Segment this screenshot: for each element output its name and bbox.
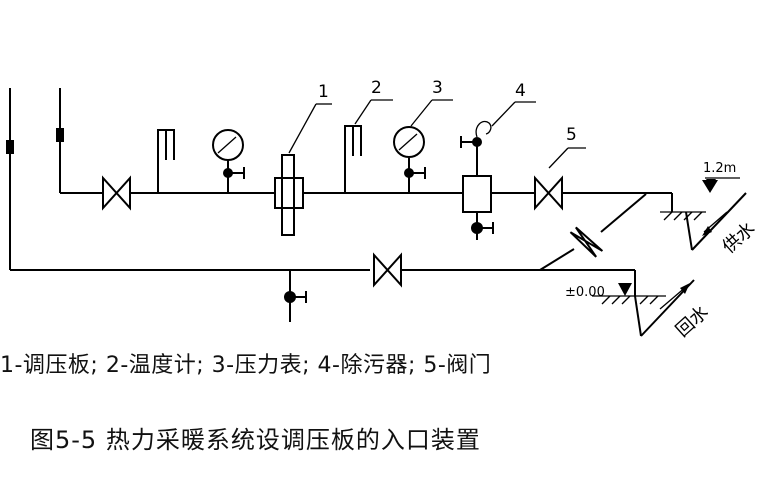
label-1-text: 1: [318, 82, 329, 102]
figure-caption: 图5-5 热力采暖系统设调压板的入口装置: [30, 426, 481, 454]
supply-grade-mark: 1.2m 供水: [660, 161, 759, 258]
label-4: 4: [491, 81, 536, 127]
supply-pipe: [56, 88, 672, 194]
label-5-text: 5: [566, 125, 577, 145]
label-4-text: 4: [515, 81, 526, 101]
supply-gate-valve-left: [102, 175, 131, 211]
elevation-return: ±0.00: [565, 285, 605, 300]
supply-water-label: 供水: [719, 218, 760, 258]
label-3-text: 3: [432, 78, 443, 98]
return-grade-mark: ±0.00 回水: [565, 279, 713, 342]
supply-gate-valve-right: [534, 175, 563, 211]
orifice-plate: [274, 154, 304, 236]
label-5: 5: [548, 125, 586, 169]
dirt-separator: [460, 120, 494, 240]
thermometer-right: [344, 125, 362, 193]
legend: 1-调压板; 2-温度计; 3-压力表; 4-除污器; 5-阀门: [0, 353, 492, 378]
label-1: 1: [288, 82, 332, 154]
label-2-text: 2: [371, 78, 382, 98]
pressure-gauge-right: [393, 126, 426, 193]
bypass-valve: [569, 226, 604, 258]
return-water-label: 回水: [672, 302, 713, 342]
bypass-pipe: [539, 193, 647, 271]
return-gate-valve: [373, 252, 402, 288]
return-drain-valve: [284, 270, 307, 322]
return-pipe: [6, 88, 636, 296]
elevation-supply: 1.2m: [703, 161, 736, 176]
pressure-gauge-left: [212, 129, 245, 193]
label-3: 3: [410, 78, 453, 127]
label-2: 2: [354, 78, 393, 125]
thermometer-left: [157, 129, 175, 193]
